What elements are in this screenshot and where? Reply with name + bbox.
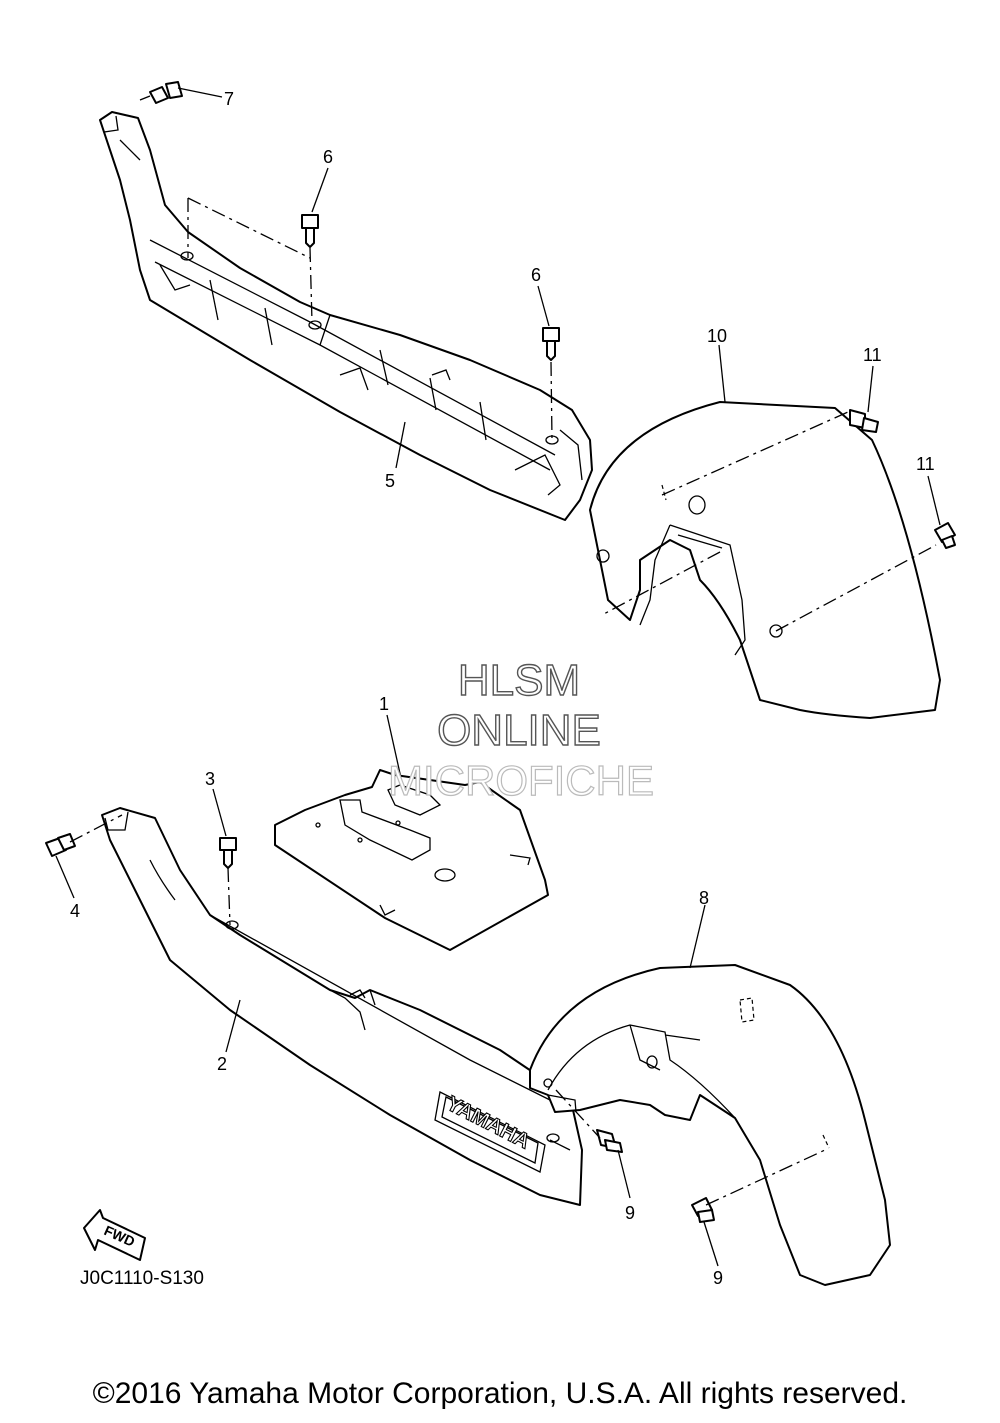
callout-6-b: 6 bbox=[531, 265, 541, 285]
callout-8: 8 bbox=[699, 888, 709, 908]
part-5-side-cover-upper bbox=[99, 111, 593, 521]
watermark-line-3: MICROFICHE bbox=[388, 757, 654, 804]
callout-11-a: 11 bbox=[863, 345, 882, 365]
callout-2: 2 bbox=[217, 1054, 227, 1074]
callout-10: 10 bbox=[707, 326, 727, 346]
part-1-plate bbox=[274, 769, 549, 951]
fwd-arrow-icon: FWD bbox=[83, 1209, 146, 1261]
bolt-6-a bbox=[301, 214, 319, 248]
leader-lines bbox=[55, 87, 941, 1267]
callouts: 7 6 6 5 10 11 11 1 3 4 2 8 9 9 bbox=[70, 89, 935, 1288]
bolt-6-b bbox=[542, 327, 560, 361]
callout-7: 7 bbox=[224, 89, 234, 109]
assembly-lines bbox=[69, 197, 937, 1206]
part-10-fender-upper bbox=[589, 401, 941, 719]
copyright-notice: ©2016 Yamaha Motor Corporation, U.S.A. A… bbox=[92, 1377, 908, 1410]
clip-9-b bbox=[691, 1197, 715, 1223]
callout-1: 1 bbox=[379, 694, 389, 714]
callout-6-a: 6 bbox=[323, 147, 333, 167]
watermark-line-2: ONLINE bbox=[437, 706, 601, 755]
watermark-line-1: HLSM bbox=[458, 656, 580, 705]
clip-11-a bbox=[849, 409, 879, 433]
clip-4 bbox=[45, 833, 76, 857]
watermark: HLSM ONLINE MICROFICHE bbox=[387, 655, 654, 804]
bolt-7 bbox=[139, 81, 183, 104]
callout-9-a: 9 bbox=[625, 1203, 635, 1223]
callout-5: 5 bbox=[385, 471, 395, 491]
part-2-side-cover-lower: YAMAHA bbox=[101, 807, 583, 1206]
clip-11-b bbox=[934, 522, 956, 549]
figure-code: J0C1110-S130 bbox=[80, 1268, 204, 1289]
bolt-3 bbox=[219, 837, 237, 869]
callout-9-b: 9 bbox=[713, 1268, 723, 1288]
part-8-fender-lower bbox=[529, 964, 891, 1286]
callout-11-b: 11 bbox=[916, 454, 935, 474]
clip-9-a bbox=[596, 1129, 623, 1153]
callout-3: 3 bbox=[205, 769, 215, 789]
callout-4: 4 bbox=[70, 901, 80, 921]
